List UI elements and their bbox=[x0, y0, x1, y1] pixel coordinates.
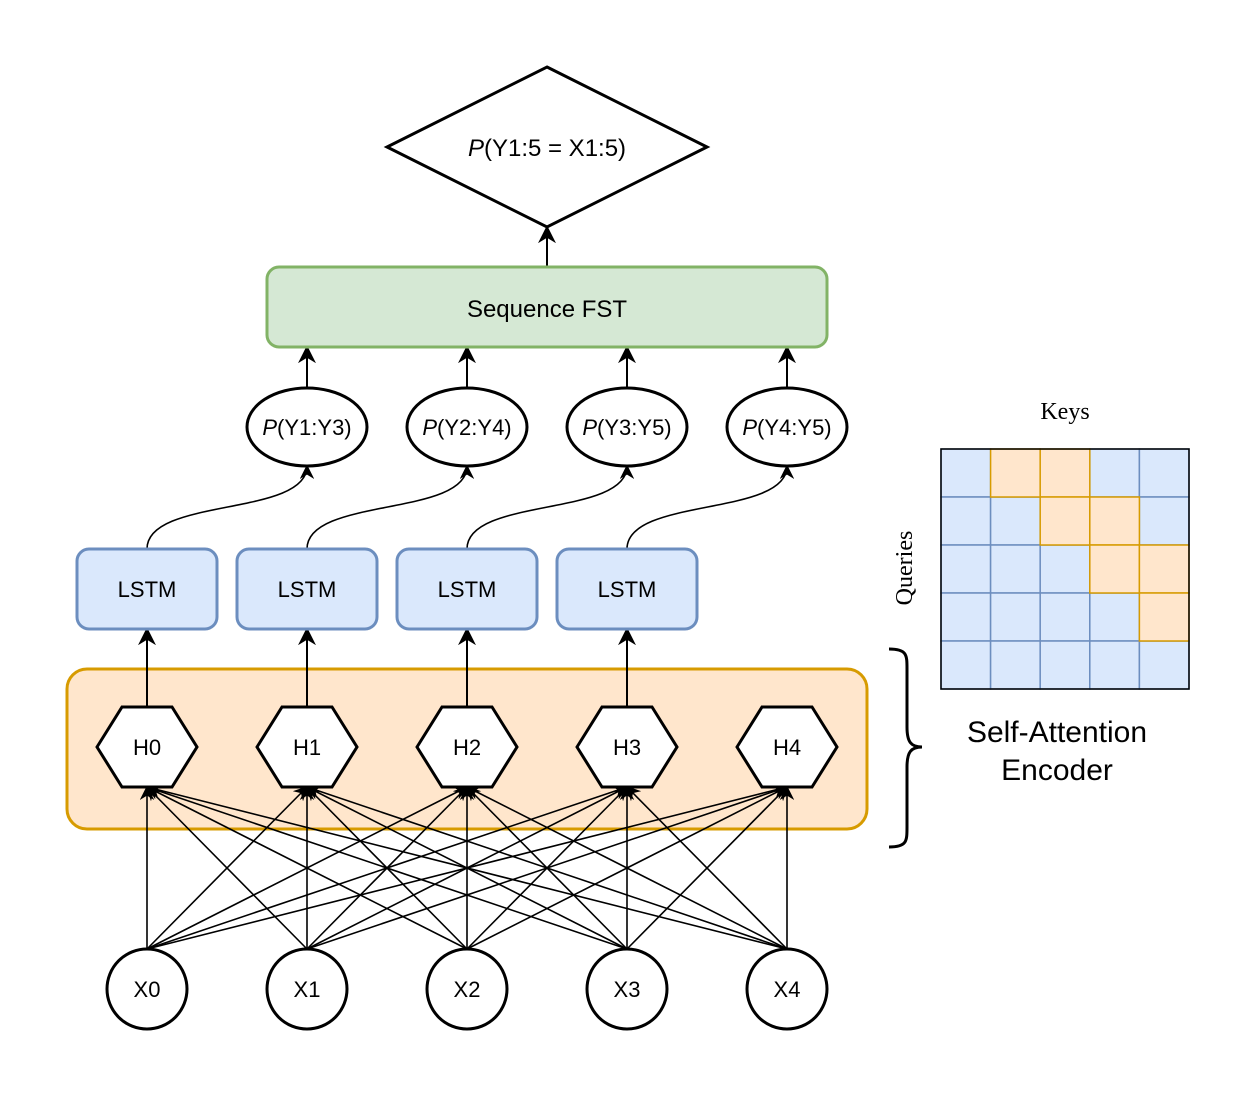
attention-matrix bbox=[940, 448, 1190, 690]
prob-node-label: P(Y2:Y4) bbox=[422, 415, 511, 440]
attention-cell-active bbox=[1039, 496, 1091, 546]
attention-matrix-border bbox=[940, 448, 1190, 690]
hidden-node-4: H4 bbox=[735, 705, 839, 789]
input-node-3: X3 bbox=[585, 947, 669, 1031]
queries-label: Queries bbox=[892, 531, 918, 606]
hidden-label: H2 bbox=[453, 735, 481, 760]
prob-node-label: P(Y1:Y3) bbox=[262, 415, 351, 440]
attention-cell-masked bbox=[1039, 592, 1091, 642]
attention-cell-masked bbox=[989, 640, 1041, 690]
input-node-2: X2 bbox=[425, 947, 509, 1031]
hidden-node-2: H2 bbox=[415, 705, 519, 789]
edges bbox=[138, 345, 796, 950]
attention-cell-masked bbox=[1039, 640, 1091, 690]
lstm-to-prob-edge bbox=[466, 464, 635, 550]
prob-node-3: P(Y4:Y5) bbox=[725, 386, 849, 468]
hidden-label: H4 bbox=[773, 735, 801, 760]
lstm-to-prob-edge bbox=[306, 464, 475, 550]
attention-edge bbox=[145, 786, 468, 950]
lstm-label: LSTM bbox=[278, 577, 337, 602]
attention-edge bbox=[305, 784, 788, 950]
input-label: X2 bbox=[454, 977, 481, 1002]
attention-cell-masked bbox=[1138, 640, 1190, 690]
sequence-fst-label: Sequence FST bbox=[467, 296, 627, 323]
sequence-fst-node: Sequence FST bbox=[265, 265, 829, 349]
attention-cell-active bbox=[1089, 544, 1141, 594]
input-label: X0 bbox=[134, 977, 161, 1002]
lstm-node-1: LSTM bbox=[235, 547, 379, 631]
input-node-4: X4 bbox=[745, 947, 829, 1031]
attention-cell-masked bbox=[1039, 544, 1091, 594]
attention-cell-masked bbox=[1089, 448, 1141, 498]
hidden-node-1: H1 bbox=[255, 705, 359, 789]
prob-node-0: P(Y1:Y3) bbox=[245, 386, 369, 468]
attention-edge bbox=[145, 783, 788, 950]
attention-edge bbox=[145, 785, 308, 950]
attention-cell-masked bbox=[989, 592, 1041, 642]
attention-cell-active bbox=[1138, 592, 1190, 642]
attention-cell-masked bbox=[940, 592, 992, 642]
input-label: X4 bbox=[774, 977, 801, 1002]
prob-node-label: P(Y4:Y5) bbox=[742, 415, 831, 440]
attention-cell-active bbox=[1089, 496, 1141, 546]
input-node-1: X1 bbox=[265, 947, 349, 1031]
attention-edge bbox=[145, 784, 628, 950]
encoder-brace bbox=[888, 647, 923, 849]
hidden-label: H3 bbox=[613, 735, 641, 760]
hidden-node-0: H0 bbox=[95, 705, 199, 789]
attention-cell-masked bbox=[940, 640, 992, 690]
attention-cell-masked bbox=[940, 448, 992, 498]
lstm-label: LSTM bbox=[598, 577, 657, 602]
attention-cell-masked bbox=[989, 544, 1041, 594]
output-probability-node: P(Y1:5 = X1:5) bbox=[383, 65, 711, 229]
input-label: X3 bbox=[614, 977, 641, 1002]
encoder-label-line2: Encoder bbox=[1001, 754, 1113, 787]
lstm-label: LSTM bbox=[118, 577, 177, 602]
encoder-label-line1: Self-Attention bbox=[967, 716, 1147, 749]
attention-cell-masked bbox=[1089, 592, 1141, 642]
hidden-label: H1 bbox=[293, 735, 321, 760]
attention-cell-active bbox=[1039, 448, 1091, 498]
attention-cell-masked bbox=[1089, 640, 1141, 690]
attention-cell-masked bbox=[989, 496, 1041, 546]
attention-cell-masked bbox=[940, 544, 992, 594]
lstm-label: LSTM bbox=[438, 577, 497, 602]
input-node-0: X0 bbox=[105, 947, 189, 1031]
lstm-to-prob-edge bbox=[146, 464, 315, 550]
lstm-to-prob-edge bbox=[626, 464, 795, 550]
attention-cell-masked bbox=[1138, 448, 1190, 498]
lstm-node-3: LSTM bbox=[555, 547, 699, 631]
hidden-label: H0 bbox=[133, 735, 161, 760]
attention-cell-active bbox=[989, 448, 1041, 498]
hidden-node-3: H3 bbox=[575, 705, 679, 789]
keys-label: Keys bbox=[1040, 399, 1089, 425]
output-probability-label: P(Y1:5 = X1:5) bbox=[468, 135, 626, 162]
attention-edge bbox=[465, 786, 788, 950]
input-label: X1 bbox=[294, 977, 321, 1002]
lstm-node-0: LSTM bbox=[75, 547, 219, 631]
attention-edge bbox=[625, 785, 788, 950]
prob-node-1: P(Y2:Y4) bbox=[405, 386, 529, 468]
attention-cell-masked bbox=[1138, 496, 1190, 546]
prob-node-2: P(Y3:Y5) bbox=[565, 386, 689, 468]
attention-cell-masked bbox=[940, 496, 992, 546]
prob-node-label: P(Y3:Y5) bbox=[582, 415, 671, 440]
lstm-node-2: LSTM bbox=[395, 547, 539, 631]
attention-cell-active bbox=[1138, 544, 1190, 594]
